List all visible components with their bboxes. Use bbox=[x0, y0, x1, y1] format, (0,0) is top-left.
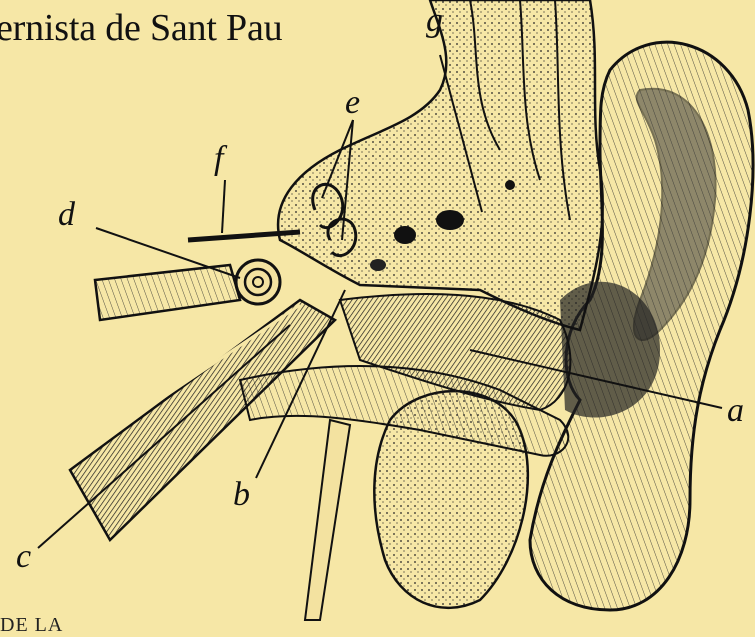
mastoid-cell bbox=[370, 259, 386, 271]
mastoid-cell bbox=[394, 226, 416, 244]
eustachian-tube bbox=[70, 300, 335, 540]
mastoid-cell bbox=[436, 210, 464, 230]
label-g: g bbox=[426, 4, 443, 38]
label-e: e bbox=[345, 86, 360, 120]
temporal-bone bbox=[278, 0, 603, 330]
styloid-process bbox=[305, 420, 350, 620]
label-a: a bbox=[727, 394, 744, 428]
label-c: c bbox=[16, 540, 31, 574]
label-b: b bbox=[233, 478, 250, 512]
leader-c bbox=[38, 325, 290, 548]
cochlea bbox=[236, 260, 280, 304]
auditory-nerve bbox=[95, 265, 240, 320]
label-f: f bbox=[214, 142, 223, 176]
footer-text: DE LA bbox=[0, 614, 63, 637]
mastoid-cell bbox=[505, 180, 515, 190]
page-title: ernista de Sant Pau bbox=[0, 6, 282, 50]
label-d: d bbox=[58, 198, 75, 232]
leader-f bbox=[222, 180, 225, 233]
